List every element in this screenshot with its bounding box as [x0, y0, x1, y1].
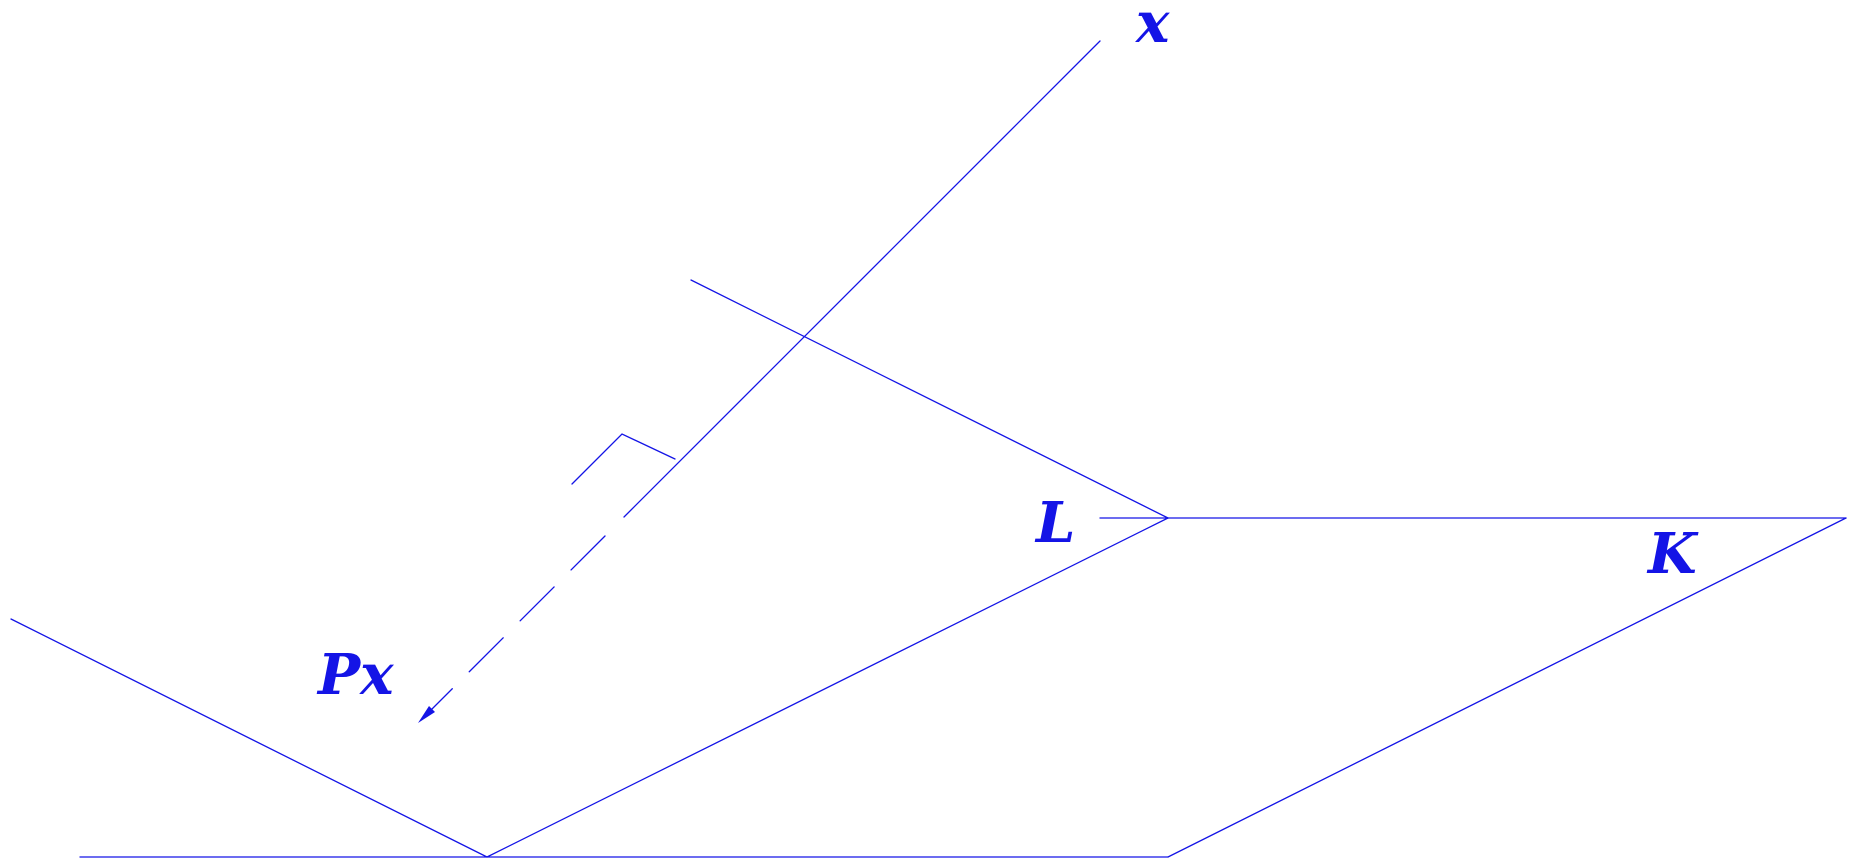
label-px: Px: [316, 642, 394, 708]
label-x: x: [1135, 0, 1170, 56]
projection-arrowhead: [418, 706, 435, 723]
plane-l-upper-edge: [690, 279, 1169, 519]
right-angle-marker: [571, 433, 676, 485]
label-l: L: [1034, 490, 1075, 556]
vector-x-line: [623, 40, 1101, 518]
plane-k-right-edge: [1167, 517, 1847, 858]
plane-l: [10, 279, 1169, 858]
plane-k: [79, 517, 1847, 858]
plane-l-right-edge: [486, 517, 1169, 858]
projection-dashed-line: [421, 535, 606, 720]
label-k: K: [1646, 521, 1699, 587]
plane-l-left-edge: [10, 618, 488, 858]
